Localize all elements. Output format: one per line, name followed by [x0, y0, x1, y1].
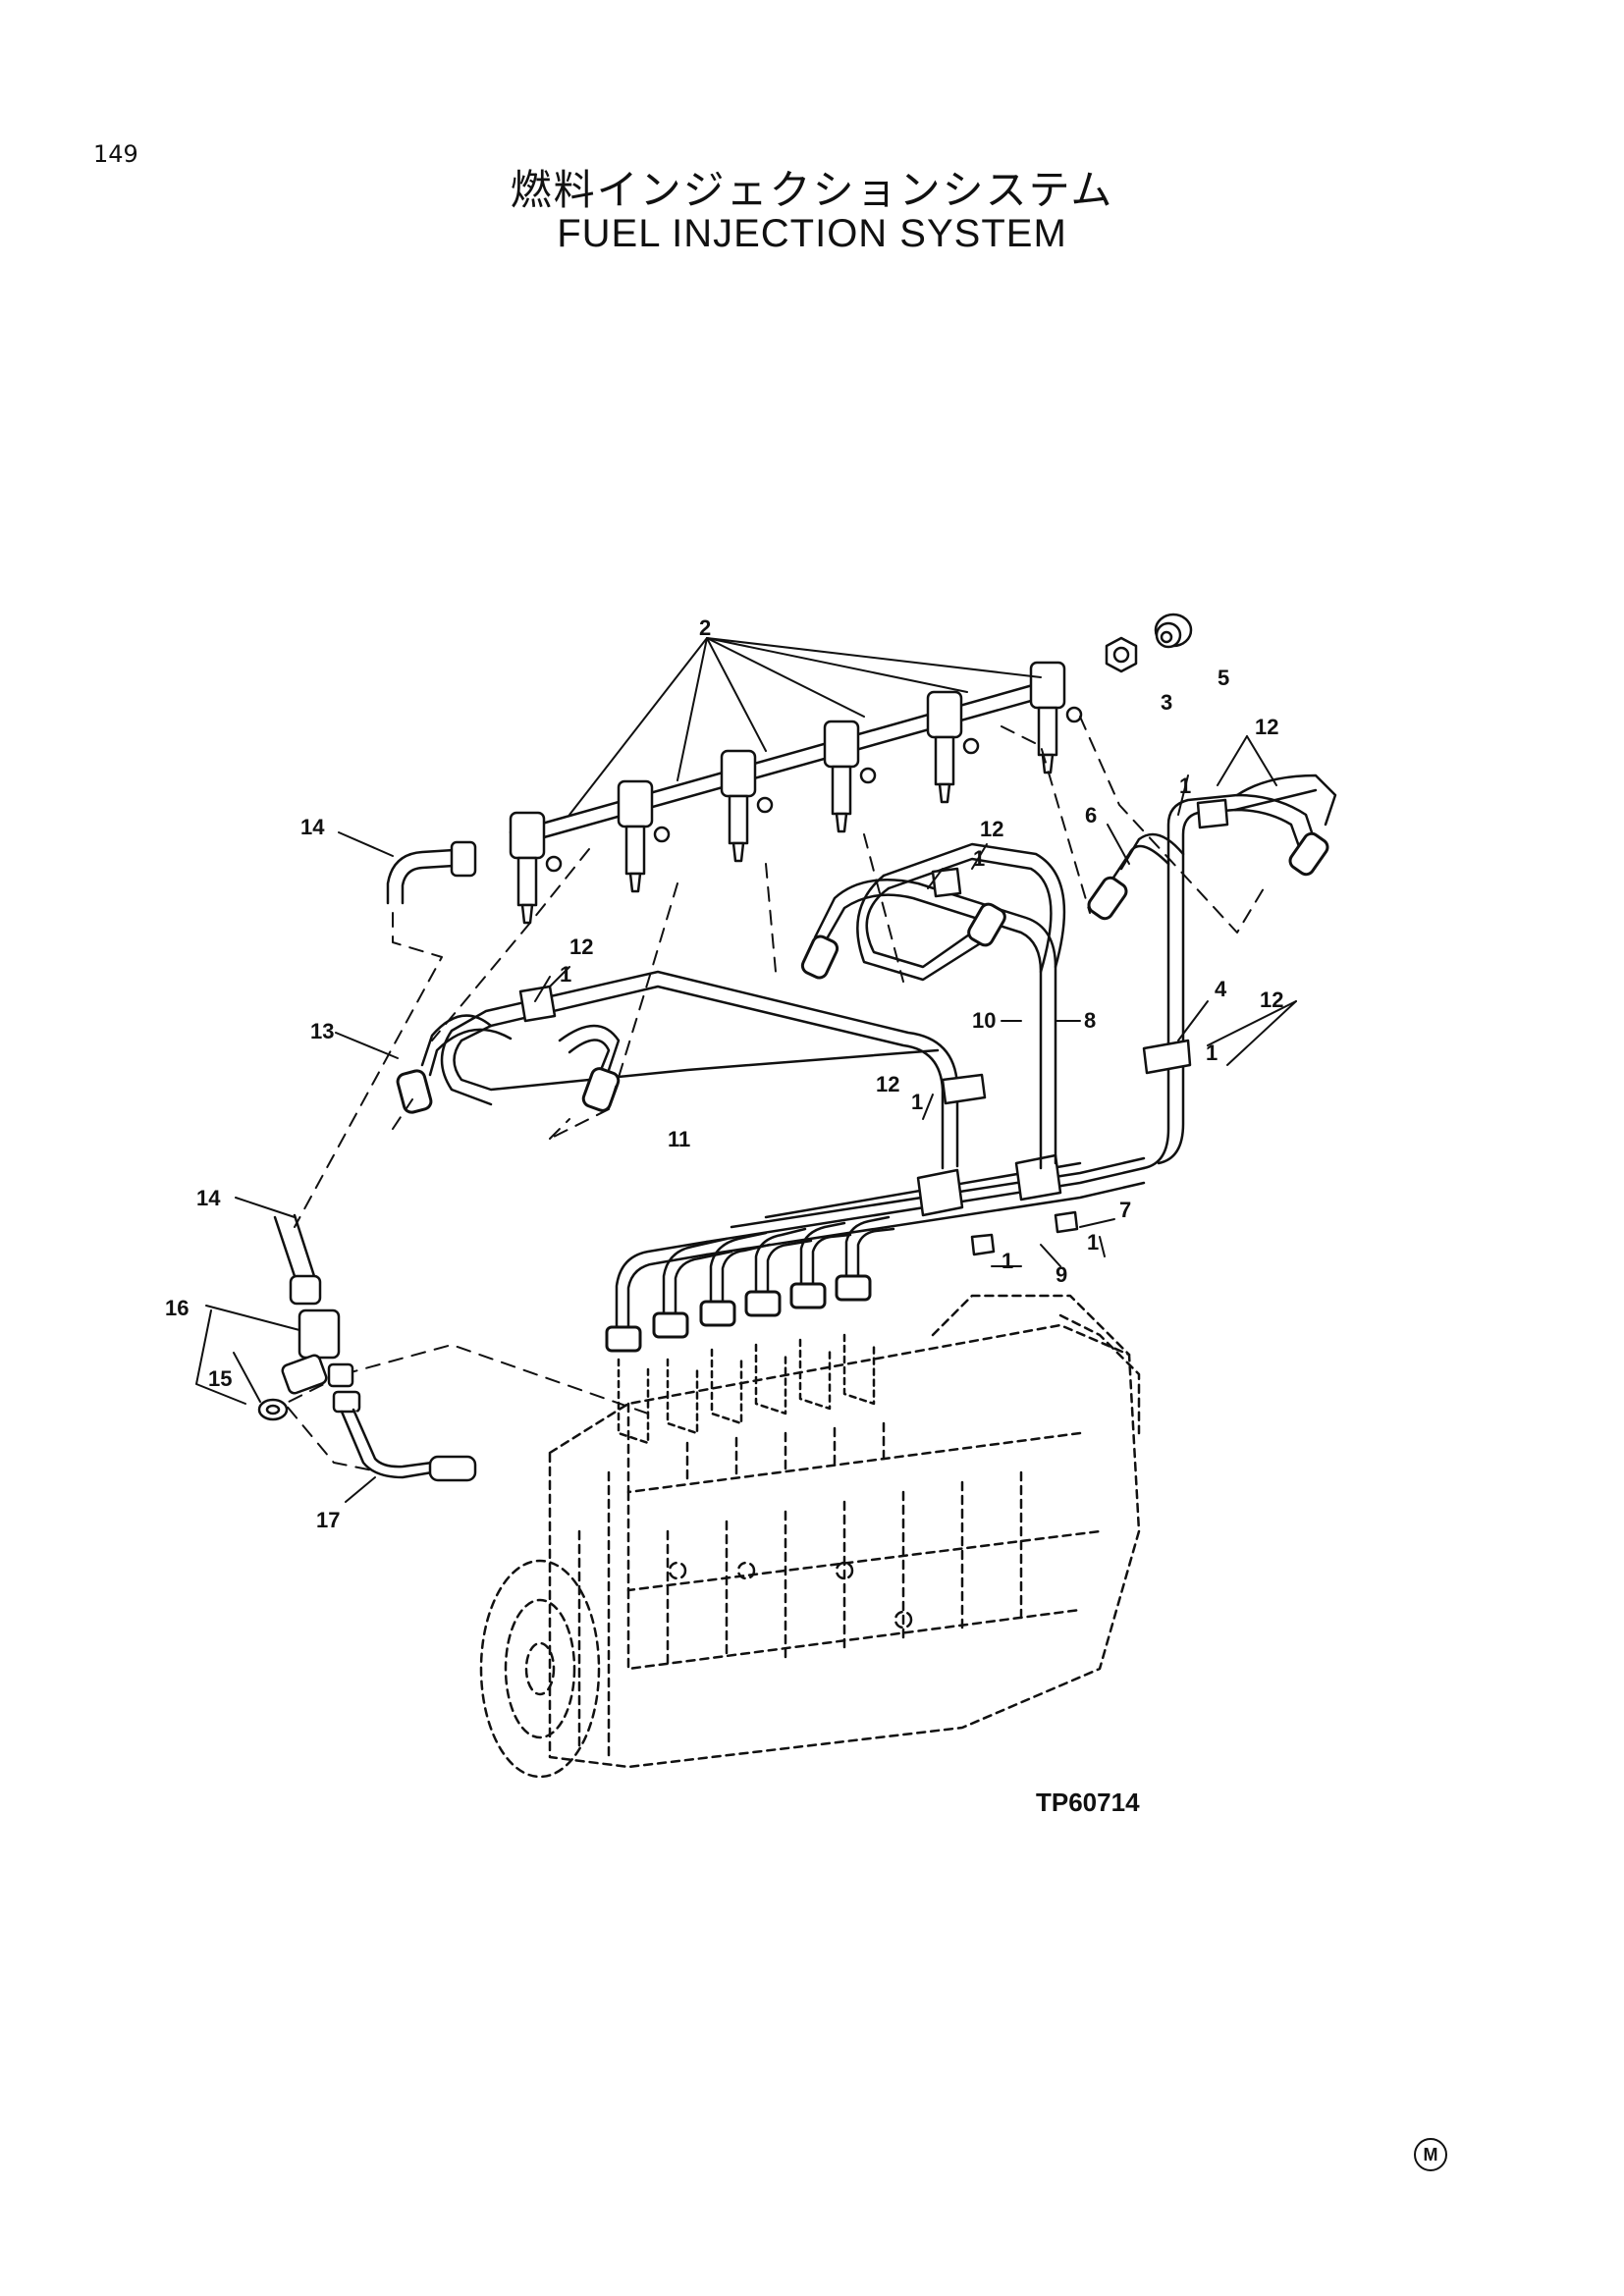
engine-block-outline	[479, 1294, 1141, 1779]
callout-14-upper: 14	[300, 815, 325, 839]
callout-1-right: 1	[1179, 774, 1191, 798]
callout-3: 3	[1161, 690, 1172, 715]
injection-lines-lower	[615, 1156, 1146, 1329]
callout-6: 6	[1085, 803, 1097, 828]
callout-1-lower: 1	[1001, 1249, 1013, 1273]
callout-10: 10	[972, 1008, 996, 1033]
line-4-and-6-fittings	[1087, 831, 1329, 921]
callout-15: 15	[208, 1366, 232, 1391]
injector-row	[509, 675, 1064, 848]
callout-13: 13	[310, 1019, 334, 1043]
callout-17: 17	[316, 1508, 340, 1532]
part-16-tee	[281, 1308, 354, 1395]
callout-8: 8	[1084, 1008, 1096, 1033]
callout-2-leaders	[568, 637, 1042, 816]
callout-14-lower: 14	[196, 1186, 221, 1210]
line-8-and-10	[813, 842, 1066, 1170]
pump-end-nuts	[605, 1274, 872, 1353]
line-8-and-10-fittings	[800, 902, 1006, 980]
callout-4: 4	[1215, 977, 1227, 1001]
bundle-clamps	[916, 1153, 1079, 1256]
part-17-line	[332, 1390, 477, 1482]
page-title-english: FUEL INJECTION SYSTEM	[557, 212, 1067, 255]
part-5-fitting	[1154, 613, 1193, 649]
callout-9: 9	[1056, 1262, 1067, 1287]
callout-labels: 2 3 5 12 1 6 12 1 14 12 1 13 10 8 4 12 1…	[165, 615, 1283, 1817]
part-3-nut	[1105, 636, 1138, 673]
line-4-and-6	[1108, 774, 1337, 1170]
callout-12-left: 12	[569, 934, 593, 959]
line-11	[420, 970, 959, 1170]
callout-5: 5	[1218, 666, 1229, 690]
callout-12-middle: 12	[980, 817, 1003, 841]
callout-1-lower-right: 1	[1087, 1230, 1099, 1255]
line-clamps	[518, 798, 1229, 1105]
callout-7: 7	[1119, 1198, 1131, 1222]
page-number: 149	[93, 140, 138, 168]
callout-12-far-right: 12	[1260, 988, 1283, 1012]
drawing-number: TP60714	[1036, 1788, 1140, 1817]
callout-2: 2	[699, 615, 711, 640]
callout-1-center: 1	[911, 1090, 923, 1114]
callout-11: 11	[668, 1127, 690, 1151]
callout-12-right: 12	[1255, 715, 1278, 739]
callout-1-middle: 1	[973, 846, 985, 871]
circled-m-mark: M	[1414, 2138, 1447, 2171]
grouping-brackets	[195, 774, 1189, 1405]
delivery-valve-holders	[617, 1333, 876, 1445]
callout-12-center: 12	[876, 1072, 899, 1096]
page-title-japanese: 燃料インジェクションシステム	[510, 166, 1114, 214]
callout-1-far-right: 1	[1206, 1041, 1218, 1065]
callout-leaders	[205, 735, 1297, 1503]
injectors	[509, 661, 1083, 925]
part-14-lower	[273, 1213, 322, 1306]
part-14-upper	[386, 840, 477, 905]
callout-16: 16	[165, 1296, 189, 1320]
part-15-washer	[257, 1398, 289, 1421]
installation-dashed-lines	[284, 716, 1268, 1473]
callout-1-left: 1	[560, 962, 571, 987]
